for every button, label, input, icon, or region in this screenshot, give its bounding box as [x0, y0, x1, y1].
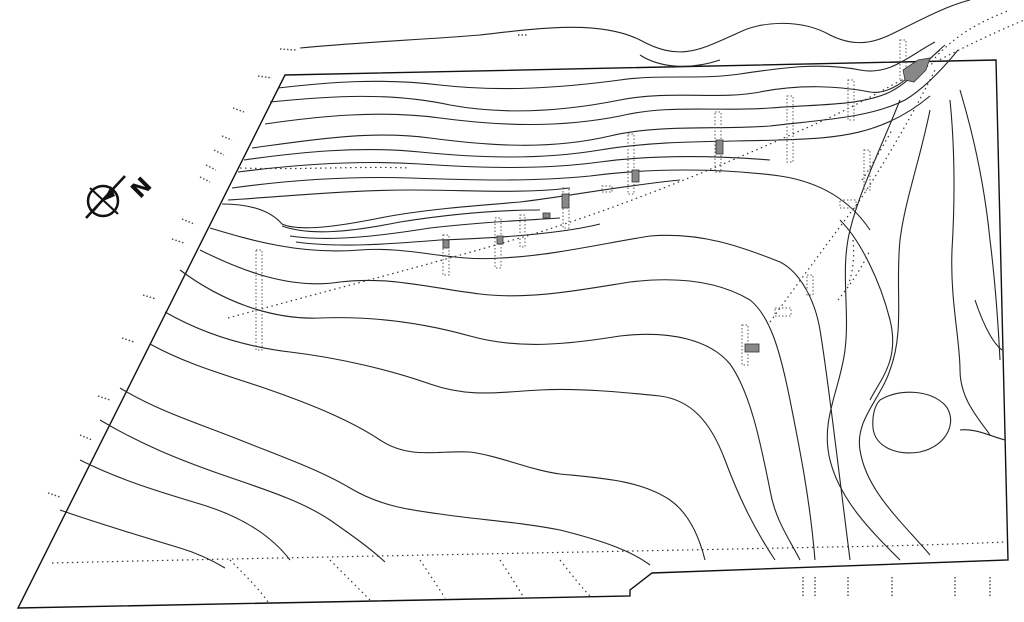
bottom-edge-ticks — [802, 577, 991, 598]
contour-lines — [59, 0, 1006, 569]
north-label: N — [127, 173, 158, 204]
left-edge-ticks — [47, 34, 528, 498]
property-boundary — [16, 59, 1009, 609]
north-arrow-icon: N — [85, 173, 158, 219]
dotted-survey-lines — [51, 9, 1024, 603]
site-markers — [255, 39, 931, 366]
